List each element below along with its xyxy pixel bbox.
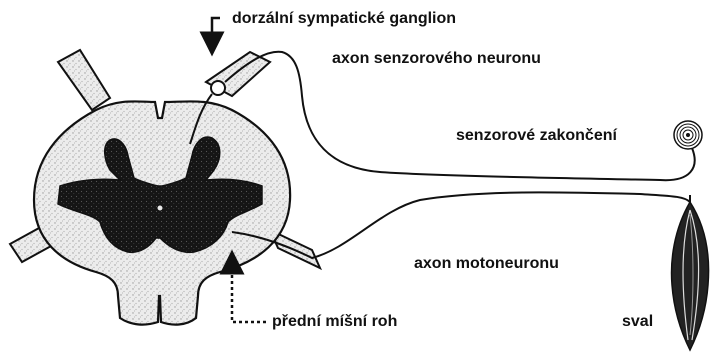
- label-muscle: sval: [622, 313, 653, 331]
- dorsal-root-left: [58, 50, 110, 110]
- label-sensory-axon: axon senzorového neuronu: [332, 50, 541, 68]
- label-sensory-ending: senzorové zakončení: [456, 127, 617, 145]
- muscle-icon: [672, 195, 709, 350]
- label-ganglion: dorzální sympatické ganglion: [232, 10, 456, 28]
- label-motor-axon: axon motoneuronu: [414, 255, 559, 273]
- spinal-cord-cross-section: [10, 50, 320, 325]
- sensory-ending-icon: [674, 121, 702, 149]
- anterior-horn-arrow: [232, 262, 266, 322]
- central-canal: [157, 205, 163, 211]
- label-anterior-horn: přední míšní roh: [272, 313, 397, 331]
- dorsal-ganglion-circle: [211, 81, 225, 95]
- ganglion-arrow: [212, 18, 220, 44]
